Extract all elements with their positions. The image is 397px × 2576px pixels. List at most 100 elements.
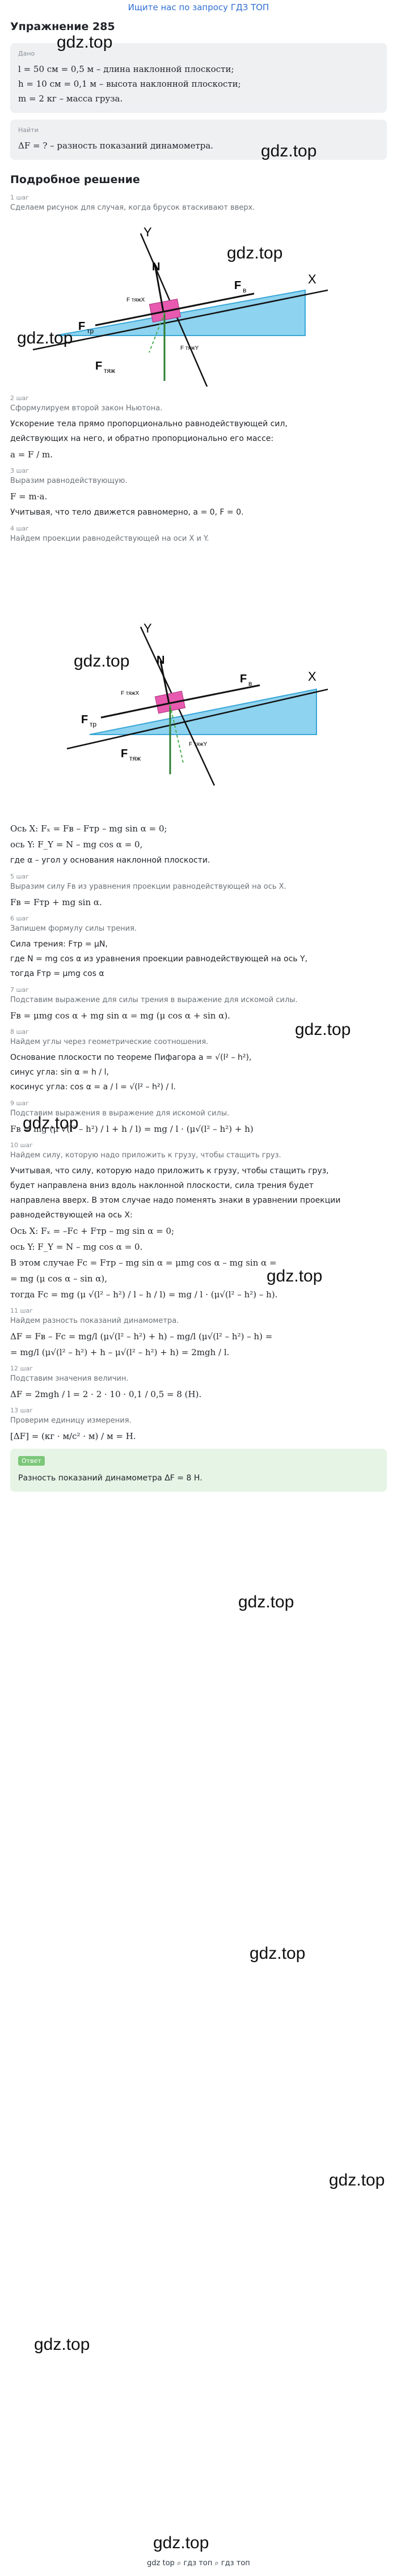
force-fv-arrow [163, 292, 255, 313]
step-note: Подставим значения величин. [10, 1374, 129, 1383]
step-line: косинус угла: cos α = a / l = √(l² – h²)… [10, 1083, 176, 1092]
label-n: N [152, 261, 160, 273]
answer-text: Разность показаний динамометра ΔF = 8 Н. [18, 1474, 202, 1483]
step-line: где α – угол у основания наклонной плоск… [10, 856, 210, 865]
step-label: 6 шаг [10, 915, 29, 922]
watermark: gdz.top [23, 1114, 79, 1132]
label-fv: F [240, 673, 247, 685]
step-formula: = mg/l (μ√(l² – h²) + h – μ√(l² – h²) + … [10, 1347, 230, 1357]
x-axis-line [32, 288, 334, 351]
given-line: h = 10 см = 0,1 м – высота наклонной пло… [18, 79, 241, 89]
step-note: Сформулируем второй закон Ньютона. [10, 404, 163, 413]
step-line: где N = mg cos α из уравнения проекции р… [10, 954, 308, 964]
label-fv-sub: в [248, 680, 252, 688]
step-6: 6 шаг Запишем формулу силы трения. Сила … [10, 915, 387, 981]
step-note: Подставим выражение для силы трения в вы… [10, 996, 298, 1004]
watermark: gdz.top [17, 329, 73, 347]
label-ftyazh-x: F тяжX [126, 297, 145, 303]
force-ftr-arrow [100, 702, 170, 719]
given-label: Дано [18, 50, 35, 57]
step-note: Найдем разность показаний динамометра. [10, 1317, 179, 1325]
x-axis-label: X [308, 669, 316, 684]
step-label: 4 шаг [10, 525, 29, 532]
step-8: 8 шаг Найдем углы через геометрические с… [10, 1028, 387, 1094]
x-axis-line [66, 687, 334, 750]
step-formula: = mg (μ cos α – sin α), [10, 1274, 108, 1284]
watermark: gdz.top [227, 244, 283, 262]
watermark: gdz.top [261, 142, 317, 160]
step-line: Основание плоскости по теореме Пифагора … [10, 1053, 252, 1062]
step-formula: Fв = Fтр + mg sin α. [10, 897, 102, 907]
step-formula: ось Y: F_Y = N – mg cos α = 0, [10, 839, 143, 850]
force-n-arrow [159, 660, 170, 704]
step-formula: Ось X: Fₓ = Fв – Fтр – mg sin α = 0; [10, 824, 167, 834]
given-line: m = 2 кг – масса груза. [18, 94, 123, 104]
step-label: 11 шаг [10, 1307, 33, 1314]
step-label: 12 шаг [10, 1365, 33, 1372]
step-formula: F = m·a. [10, 491, 48, 502]
step-5: Ось X: Fₓ = Fв – Fтр – mg sin α = 0; ось… [10, 822, 387, 867]
top-banner-text[interactable]: Ищите нас по запросу ГДЗ ТОП [128, 2, 269, 12]
step-note: Найдем силу, которую надо приложить к гр… [10, 1151, 281, 1160]
label-fv: F [234, 279, 241, 292]
x-axis-label: X [308, 272, 316, 286]
footer-links[interactable]: gdz top ⌕ гдз топ ⌕ гдз топ [147, 2559, 250, 2567]
incline-plane [55, 289, 306, 336]
label-fv-sub: в [243, 286, 246, 294]
step-note: Запишем формулу силы трения. [10, 924, 137, 933]
step-label: 3 шаг [10, 467, 29, 474]
step-5b: 5 шаг Выразим силу Fв из уравнения проек… [10, 873, 387, 909]
step-note: Сделаем рисунок для случая, когда брусок… [10, 203, 255, 212]
step-line: синус угла: sin α = h / l, [10, 1068, 109, 1077]
top-banner[interactable]: Ищите нас по запросу ГДЗ ТОП [0, 0, 397, 15]
step-formula: Ось X: Fₓ = –Fс + Fтр – mg sin α = 0; [10, 1226, 175, 1236]
force-n-arrow [154, 267, 164, 312]
step-formula: ось Y: F_Y = N – mg cos α = 0. [10, 1242, 143, 1252]
step-line: Ускорение тела прямо пропорционально рав… [10, 419, 288, 428]
step-formula: тогда Fс = mg (μ √(l² – h²) / l – h / l)… [10, 1289, 278, 1300]
find-card: Найти ΔF = ? – разность показаний динамо… [10, 120, 387, 160]
solution-title: Подробное решение [10, 173, 140, 186]
step-label: 9 шаг [10, 1100, 29, 1107]
content: Упражнение 285 Дано l = 50 см = 0,5 м – … [10, 20, 387, 1492]
step-line: будет направлена вниз вдоль наклонной пл… [10, 1181, 314, 1190]
step-formula: [ΔF] = (кг · м/с² · м) / м = Н. [10, 1431, 136, 1441]
step-label: 13 шаг [10, 1407, 33, 1414]
step-7: 7 шаг Подставим выражение для силы трени… [10, 986, 387, 1022]
page-title: Упражнение 285 [10, 20, 115, 33]
answer-card: Ответ Разность показаний динамометра ΔF … [10, 1449, 387, 1492]
step-formula: a = F / m. [10, 449, 53, 460]
label-ftyazh-sub: тяж [104, 367, 115, 375]
step-formula: ΔF = 2mgh / l = 2 · 2 · 10 · 0,1 / 0,5 =… [10, 1389, 202, 1399]
given-card: Дано l = 50 см = 0,5 м – длина наклонной… [10, 43, 387, 113]
label-ftyazh-y: F тяжY [189, 741, 208, 748]
label-ftr-sub: тр [90, 720, 96, 728]
step-2: 2 шаг Сформулируем второй закон Ньютона.… [10, 394, 387, 461]
step-label: 7 шаг [10, 986, 29, 994]
step-label: 2 шаг [10, 394, 29, 402]
step-note: Найдем проекции равнодействующей на оси … [10, 534, 209, 543]
step-line: направлена вверх. В этом случае надо пом… [10, 1196, 341, 1205]
label-n: N [157, 654, 164, 667]
y-axis-label: Y [143, 621, 152, 635]
step-line: равнодействующей на ось X: [10, 1211, 133, 1220]
step-line: Учитывая, что тело движется равномерно, … [10, 508, 244, 517]
step-note: Найдем углы через геометрические соотнош… [10, 1038, 209, 1046]
find-label: Найти [18, 126, 39, 134]
step-label: 5 шаг [10, 873, 29, 880]
watermark: gdz.top [250, 1944, 306, 1963]
step-formula: ΔF = Fв – Fс = mg/l (μ√(l² – h²) + h) – … [10, 1331, 273, 1342]
label-ftyazh-x: F тяжX [121, 690, 140, 697]
step-note: Проверим единицу измерения. [10, 1416, 132, 1425]
incline-plane [89, 688, 317, 735]
step-4: 4 шаг Найдем проекции равнодействующей н… [10, 525, 387, 788]
gravity-x-component [149, 312, 165, 353]
label-ftr-sub: тр [87, 327, 94, 335]
y-axis-label: Y [143, 225, 152, 239]
step-11: 11 шаг Найдем разность показаний динамом… [10, 1307, 387, 1359]
step-note: Выразим силу Fв из уравнения проекции ра… [10, 882, 286, 891]
watermark: gdz.top [238, 1593, 294, 1611]
step-formula: В этом случае Fс = Fтр – mg sin α = μmg … [10, 1258, 277, 1268]
step-line: Сила трения: Fтр = μN, [10, 940, 108, 949]
watermark: gdz.top [153, 2533, 209, 2552]
